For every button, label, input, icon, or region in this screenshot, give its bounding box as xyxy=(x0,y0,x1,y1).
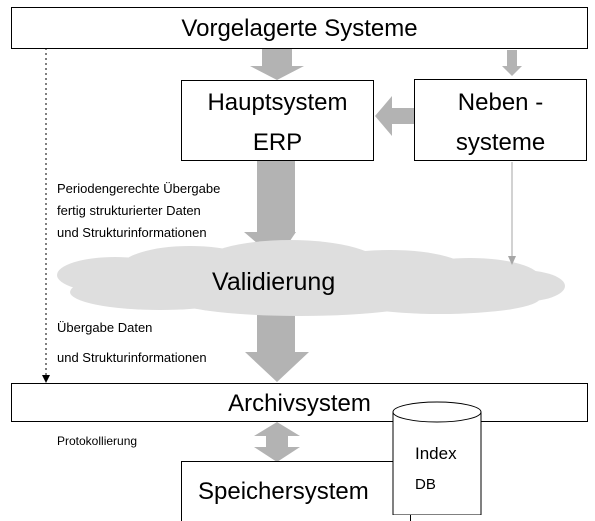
arrow-main-to-validation xyxy=(244,160,296,260)
secondary-systems-label-line1: Neben - xyxy=(457,89,544,116)
note-data-transfer-line1: Übergabe Daten xyxy=(57,320,153,335)
validation-cloud xyxy=(57,240,565,316)
archive-system-box: Archivsystem xyxy=(11,383,588,422)
note-data-transfer-line2: und Strukturinformationen xyxy=(57,350,207,365)
validation-label: Validierung xyxy=(212,268,336,296)
note-periodic-transfer-line3: und Strukturinformationen xyxy=(57,225,207,240)
note-periodic-transfer-line2: fertig strukturierter Daten xyxy=(57,203,201,218)
index-db-label-line2: DB xyxy=(415,476,436,493)
logging-label: Protokollierung xyxy=(57,434,138,448)
arrow-secondary-to-main xyxy=(375,96,414,136)
secondary-systems-label-line2: systeme xyxy=(455,129,546,156)
secondary-systems-box: Neben - systeme xyxy=(414,79,587,161)
storage-system-box: Speichersystem xyxy=(181,461,411,521)
arrow-upstream-to-secondary xyxy=(502,50,522,76)
arrow-archive-storage-bidirectional xyxy=(254,422,300,462)
arrow-validation-to-archive xyxy=(245,310,309,382)
thin-arrow-secondary-to-validation xyxy=(508,162,516,265)
storage-system-label: Speichersystem xyxy=(198,478,369,505)
main-system-label-line1: Hauptsystem xyxy=(207,89,348,116)
arrow-upstream-to-main xyxy=(250,48,304,80)
note-periodic-transfer-line1: Periodengerechte Übergabe xyxy=(57,181,221,196)
main-system-box: Hauptsystem ERP xyxy=(181,80,374,161)
upstream-systems-box: Vorgelagerte Systeme xyxy=(11,7,588,49)
main-system-label-line2: ERP xyxy=(252,129,303,156)
archive-system-label: Archivsystem xyxy=(228,390,371,417)
dotted-arrow-upstream-to-archive xyxy=(42,48,50,383)
upstream-systems-label: Vorgelagerte Systeme xyxy=(181,15,418,42)
index-db-label-line1: Index xyxy=(415,444,457,463)
